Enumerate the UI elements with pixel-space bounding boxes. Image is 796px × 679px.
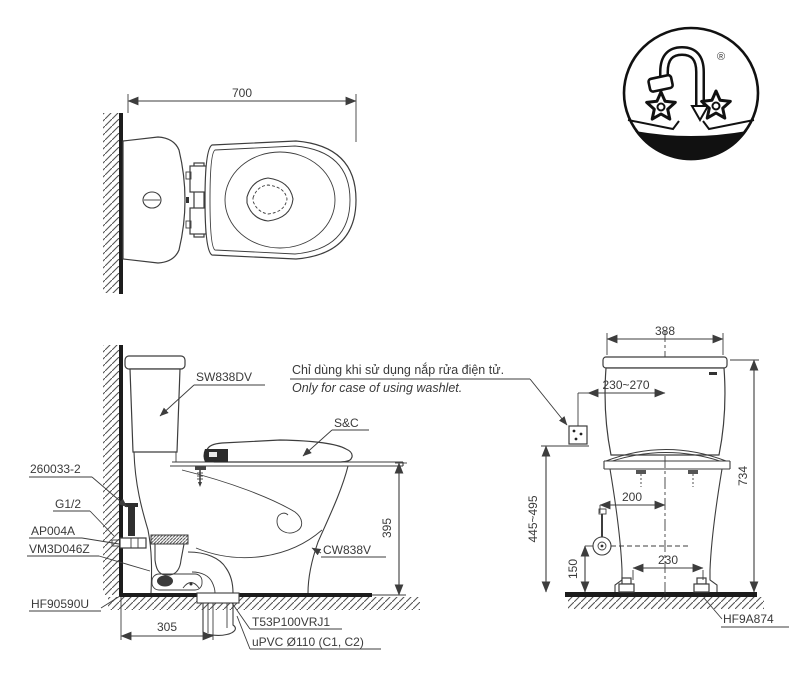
label-hf9a874: HF9A874 xyxy=(703,597,789,628)
supply-fitting xyxy=(119,537,147,549)
label-t53p100vrj1: T53P100VRJ1 xyxy=(231,602,342,630)
outlet-elbow xyxy=(187,551,234,594)
wall-hatching xyxy=(103,345,119,595)
front-view: 388 230~270 445~495 200 150 230 xyxy=(526,324,789,628)
flush-button xyxy=(142,191,162,209)
wall-line xyxy=(119,113,123,294)
floor-line xyxy=(119,593,372,597)
side-view: 395 305 SW838DV S&C CW838V 260033-2 G1/2 xyxy=(27,345,420,650)
dim-395: 395 xyxy=(380,518,394,538)
basin-shape xyxy=(635,131,747,161)
seat-bolt xyxy=(195,466,206,470)
washlet-seat xyxy=(206,439,353,463)
spout-head xyxy=(647,73,674,93)
dim-230: 230 xyxy=(658,553,678,567)
dim-200: 200 xyxy=(622,490,642,504)
note-leader xyxy=(529,378,568,426)
inner-bowl-curve xyxy=(181,469,303,534)
shutoff-valve xyxy=(592,508,688,556)
label-sw838dv: SW838DV xyxy=(159,370,265,417)
bowl-front-profile xyxy=(307,465,349,594)
dim-230-270: 230~270 xyxy=(602,378,649,392)
label-260033-2: 260033-2 xyxy=(29,462,128,508)
note-vietnamese: Chỉ dùng khi sử dụng nắp rửa điện tử. xyxy=(292,362,504,377)
dim-305: 305 xyxy=(157,620,177,634)
svg-text:260033-2: 260033-2 xyxy=(30,462,81,476)
trapway-curve xyxy=(195,529,323,559)
floor-hatching xyxy=(568,597,764,609)
seat-dome xyxy=(605,448,727,462)
bowl-opening xyxy=(246,177,294,222)
svg-text:AP004A: AP004A xyxy=(31,524,75,538)
label-upvc: uPVC Ø110 (C1, C2) xyxy=(236,615,381,650)
power-outlet-box xyxy=(568,425,588,445)
dim-700: 700 xyxy=(232,86,252,100)
tank-lid xyxy=(602,356,728,369)
label-hf90590u: HF90590U xyxy=(29,595,121,612)
floor-hatching xyxy=(108,597,420,610)
top-view: 700 xyxy=(103,86,357,294)
flush-valve-seat xyxy=(150,534,189,545)
seat-hinge-bar xyxy=(193,162,205,238)
flower-icon-left xyxy=(645,90,677,121)
supply-pipe xyxy=(128,506,135,536)
registered-mark: ® xyxy=(717,51,725,63)
flush-valve-body xyxy=(154,543,185,576)
svg-text:VM3D046Z: VM3D046Z xyxy=(29,542,90,556)
svg-text:HF9A874: HF9A874 xyxy=(723,612,774,626)
wall-line xyxy=(119,345,123,597)
water-arrow-icon xyxy=(690,105,710,123)
drain-collar xyxy=(196,592,240,604)
washlet-note: Chỉ dùng khi sử dụng nắp rửa điện tử. On… xyxy=(290,362,568,426)
floor-line xyxy=(565,592,757,597)
svg-text:CW838V: CW838V xyxy=(323,543,371,557)
note-english: Only for case of using washlet. xyxy=(292,381,462,395)
label-cw838v: CW838V xyxy=(311,543,386,558)
dim-734: 734 xyxy=(736,466,750,486)
label-vm3d046z: VM3D046Z xyxy=(27,542,151,572)
pedestal-left xyxy=(609,468,623,592)
seat-lid-plan xyxy=(204,140,357,260)
svg-text:T53P100VRJ1: T53P100VRJ1 xyxy=(252,615,330,629)
dim-388: 388 xyxy=(655,324,675,338)
dim-150: 150 xyxy=(566,559,580,579)
wall-hatching xyxy=(103,113,119,293)
label-ap004a: AP004A xyxy=(29,524,120,545)
pedestal-right xyxy=(709,468,723,592)
flower-icon-right xyxy=(700,89,732,120)
bowl-rear-profile xyxy=(133,451,153,594)
svg-text:S&C: S&C xyxy=(334,416,359,430)
svg-text:G1/2: G1/2 xyxy=(55,497,81,511)
tank-body xyxy=(129,368,181,453)
label-g12: G1/2 xyxy=(53,497,115,537)
brand-mark xyxy=(709,372,717,375)
floor-bolt-left xyxy=(618,577,635,593)
floor-bolt-right xyxy=(693,577,710,593)
svg-text:SW838DV: SW838DV xyxy=(196,370,252,384)
svg-text:HF90590U: HF90590U xyxy=(31,597,89,611)
seat-bolts xyxy=(636,470,698,487)
dim-445-495: 445~495 xyxy=(526,495,540,542)
label-sc-seat: S&C xyxy=(302,416,369,457)
svg-text:uPVC Ø110 (C1, C2): uPVC Ø110 (C1, C2) xyxy=(252,635,364,649)
tank-lid xyxy=(124,355,186,370)
washlet-logo: ® xyxy=(622,26,760,161)
lid-inner-edge xyxy=(224,151,336,249)
